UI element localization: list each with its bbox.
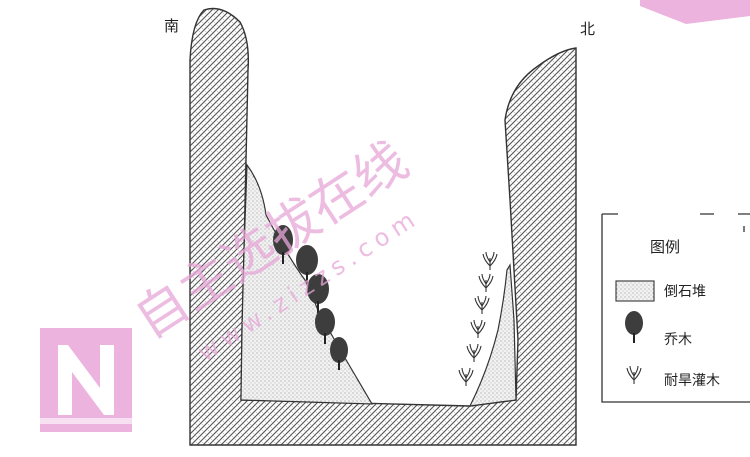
shrub-icon (478, 273, 494, 292)
tree-icon (307, 274, 329, 313)
shrub-icon (482, 251, 498, 270)
legend-rubble-label: 倒石堆 (664, 284, 706, 300)
canyon-rock-body (189, 7, 577, 446)
tree-icon (330, 337, 348, 370)
rubble-swatch-icon (615, 280, 655, 302)
tree-icon (273, 225, 293, 264)
watermark-logo (40, 328, 132, 432)
direction-north-label: 北 (580, 20, 596, 38)
watermark-corner (640, 0, 750, 24)
right-talus-slope (468, 263, 517, 407)
shrub-icon (466, 343, 482, 362)
shrub-icon (470, 319, 486, 338)
legend-shrub-label: 耐旱灌木 (664, 373, 720, 389)
tree-group (273, 225, 348, 370)
legend-box (601, 213, 750, 403)
left-talus-slope (240, 163, 374, 405)
shrub-icon (626, 365, 642, 384)
legend-title: 图例 (650, 238, 681, 256)
shrub-icon (474, 295, 490, 314)
shrub-group (458, 251, 498, 386)
tree-icon (625, 311, 643, 343)
tree-icon (296, 245, 318, 284)
shrub-icon (458, 367, 474, 386)
legend-tree-label: 乔木 (664, 332, 692, 348)
tree-icon (315, 308, 335, 344)
direction-south-label: 南 (164, 17, 180, 35)
